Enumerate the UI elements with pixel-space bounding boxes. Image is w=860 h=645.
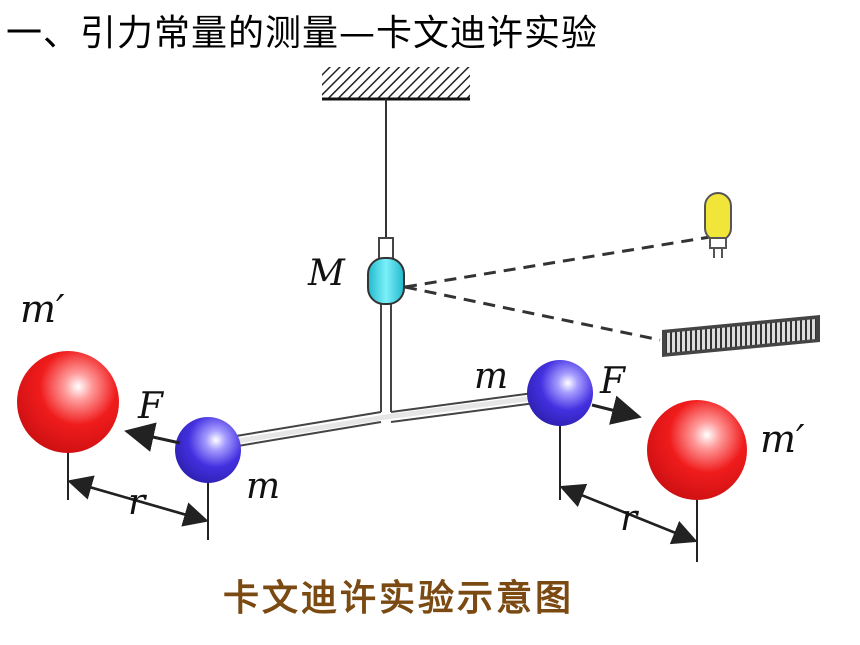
small-sphere-right <box>527 360 593 500</box>
small-sphere-left <box>175 417 241 540</box>
label-small-mass-left: m <box>246 466 280 507</box>
label-force-right: F <box>599 361 627 402</box>
label-mirror: M <box>307 253 346 294</box>
label-force-left: F <box>137 386 165 427</box>
big-sphere-right <box>647 400 747 562</box>
distance-arrow-left <box>67 475 209 527</box>
reading-scale <box>662 315 820 357</box>
page-title: 一、引力常量的测量—卡文迪许实验 <box>6 13 599 54</box>
mirror-icon <box>367 237 405 305</box>
lamp-icon <box>704 192 732 258</box>
label-distance-left: r <box>128 482 147 523</box>
light-rays <box>404 235 711 342</box>
torsion-rod <box>211 389 559 451</box>
diagram-caption: 卡文迪许实验示意图 <box>223 577 574 619</box>
distance-arrow-right <box>559 483 698 545</box>
torsion-stem <box>380 300 392 412</box>
ceiling-support <box>322 67 470 101</box>
force-arrow-left <box>124 422 181 452</box>
label-big-mass-left: m′ <box>20 287 65 331</box>
label-big-mass-right: m′ <box>760 417 805 461</box>
label-distance-right: r <box>620 498 639 539</box>
force-arrow-right <box>591 395 642 425</box>
big-sphere-left <box>17 351 119 500</box>
label-small-mass-right: m <box>474 356 508 397</box>
